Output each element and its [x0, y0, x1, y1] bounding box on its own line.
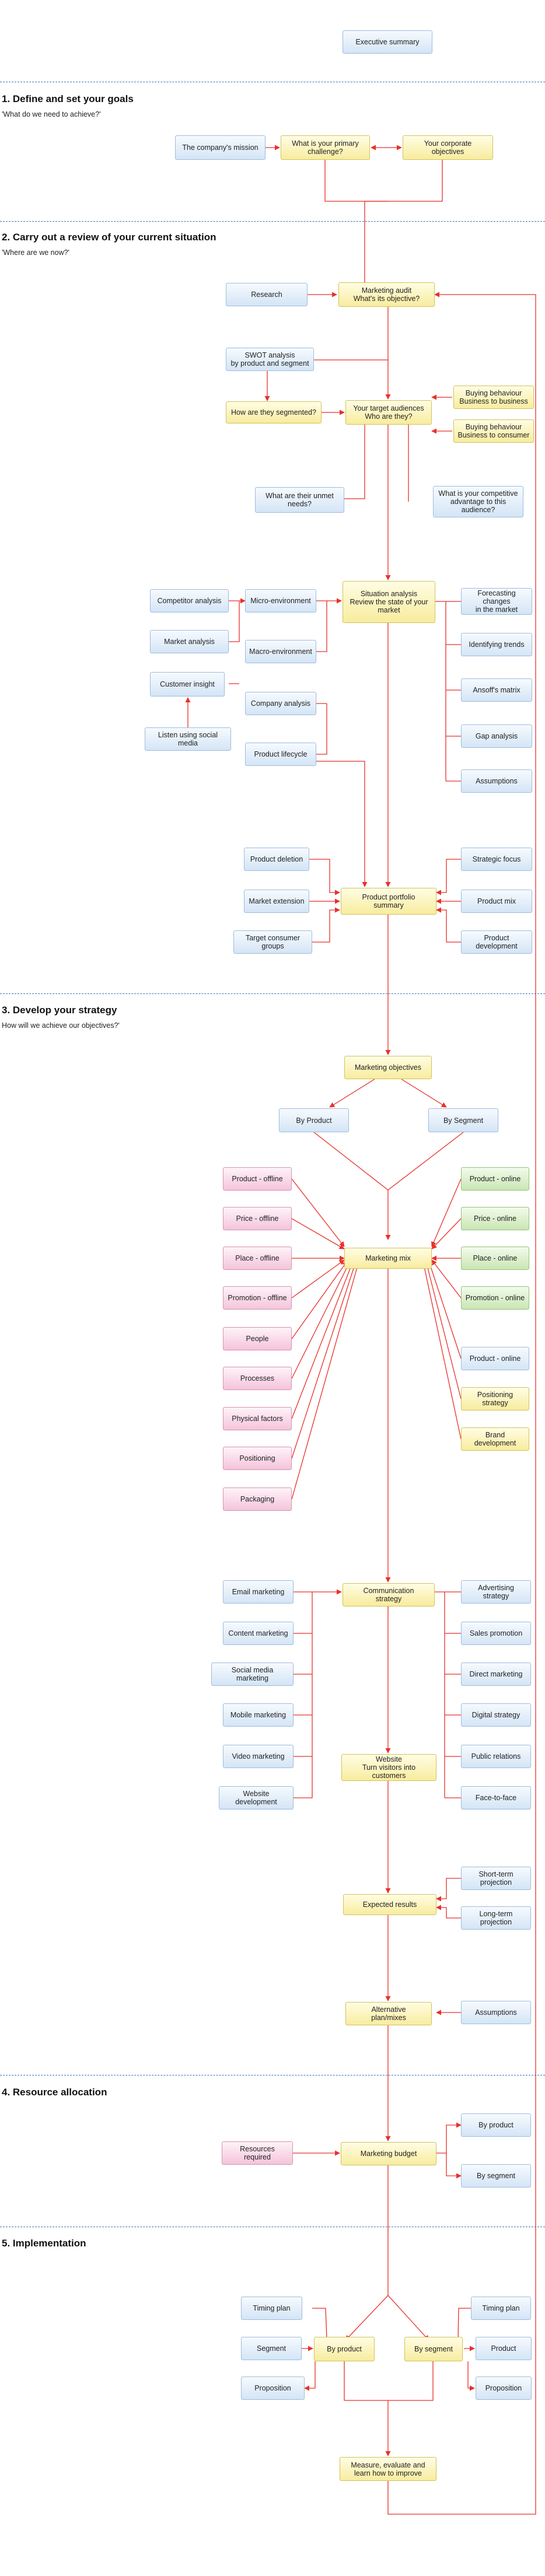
comm-right-item-node: Public relations — [461, 1745, 531, 1768]
product-development-node: Product development — [461, 930, 532, 954]
long-term-projection-node: Long-term projection — [461, 1906, 531, 1930]
online-item-node: Promotion - online — [461, 1286, 529, 1310]
b2b-node: Buying behaviour Business to business — [453, 386, 534, 409]
forecasting-node: Forecasting changes in the market — [461, 588, 532, 615]
executive-summary-node: Executive summary — [343, 30, 432, 54]
comm-left-item-node: Website development — [219, 1786, 294, 1810]
offline-item-node: Place - offline — [223, 1247, 292, 1270]
section-divider — [0, 221, 545, 222]
product-mix-node: Product mix — [461, 890, 532, 913]
comm-left-item-node: Social media marketing — [211, 1662, 294, 1686]
research-node: Research — [226, 283, 308, 306]
online-item-node: Place - online — [461, 1247, 529, 1270]
section-divider — [0, 993, 545, 994]
section-title-implementation: 5. Implementation — [2, 2238, 86, 2249]
macro-environment-node: Macro-environment — [245, 640, 316, 663]
target-consumer-groups-node: Target consumer groups — [233, 930, 312, 954]
product-portfolio-summary-node: Product portfolio summary — [341, 888, 436, 915]
comm-left-item-node: Mobile marketing — [223, 1703, 294, 1727]
communication-strategy-node: Communication strategy — [343, 1583, 435, 1606]
online-item-node: Product - online — [461, 1167, 529, 1191]
comm-left-item-node: Email marketing — [223, 1580, 294, 1604]
product-deletion-node: Product deletion — [244, 848, 309, 871]
ansoff-matrix-node: Ansoff's matrix — [461, 678, 532, 702]
timing-plan-right-node: Timing plan — [471, 2297, 531, 2320]
assumptions-node: Assumptions — [461, 769, 532, 793]
offline-item-node: Price - offline — [223, 1207, 292, 1230]
section-title-resources: 4. Resource allocation — [2, 2087, 107, 2098]
social-listening-node: Listen using social media — [145, 727, 231, 751]
timing-plan-left-node: Timing plan — [241, 2297, 302, 2320]
strategy-assumptions-node: Assumptions — [461, 2001, 531, 2024]
marketing-audit-node: Marketing audit What's its objective? — [338, 282, 435, 307]
product-node: Product — [476, 2337, 532, 2360]
primary-challenge-node: What is your primary challenge? — [281, 135, 370, 160]
comm-right-item-node: Face-to-face — [461, 1786, 531, 1810]
segment-node: Segment — [241, 2337, 302, 2360]
marketing-mix-node: Marketing mix — [344, 1248, 432, 1269]
segment-item-node: Positioning strategy — [461, 1387, 529, 1410]
offline-item-node: People — [223, 1327, 292, 1350]
segment-item-node: Brand development — [461, 1427, 529, 1451]
market-extension-node: Market extension — [244, 890, 309, 913]
section-subtitle-strategy: How will we achieve our objectives?' — [2, 1021, 120, 1030]
identifying-trends-node: Identifying trends — [461, 633, 532, 656]
competitor-analysis-node: Competitor analysis — [150, 589, 229, 612]
section-title-strategy: 3. Develop your strategy — [2, 1005, 117, 1016]
offline-item-node: Packaging — [223, 1488, 292, 1511]
section-title-goals: 1. Define and set your goals — [2, 93, 134, 104]
offline-item-node: Product - offline — [223, 1167, 292, 1191]
corporate-objectives-node: Your corporate objectives — [403, 135, 493, 160]
product-lifecycle-node: Product lifecycle — [245, 743, 316, 766]
offline-item-node: Promotion - offline — [223, 1286, 292, 1310]
proposition-right-node: Proposition — [476, 2376, 532, 2400]
micro-environment-node: Micro-environment — [245, 589, 316, 612]
by-segment-node: By Segment — [428, 1108, 498, 1132]
by-product-node: By Product — [279, 1108, 349, 1132]
section-divider — [0, 2075, 545, 2076]
section-subtitle-review: 'Where are we now?' — [2, 249, 69, 257]
b2c-node: Buying behaviour Business to consumer — [453, 419, 534, 443]
offline-item-node: Positioning — [223, 1447, 292, 1470]
impl-by-product-node: By product — [314, 2337, 375, 2361]
customer-insight-node: Customer insight — [150, 672, 225, 696]
company-mission-node: The company's mission — [175, 135, 265, 160]
comm-right-item-node: Direct marketing — [461, 1662, 531, 1686]
marketing-budget-node: Marketing budget — [341, 2142, 436, 2165]
alternative-plans-node: Alternative plan/mixes — [345, 2002, 432, 2025]
strategic-focus-node: Strategic focus — [461, 848, 532, 871]
short-term-projection-node: Short-term projection — [461, 1867, 531, 1890]
situation-analysis-node: Situation analysis Review the state of y… — [343, 581, 435, 623]
proposition-left-node: Proposition — [241, 2376, 305, 2400]
impl-by-segment-node: By segment — [404, 2337, 463, 2361]
section-subtitle-goals: 'What do we need to achieve?' — [2, 110, 101, 118]
section-title-review: 2. Carry out a review of your current si… — [2, 232, 216, 243]
marketing-objectives-node: Marketing objectives — [344, 1056, 432, 1079]
measure-evaluate-node: Measure, evaluate and learn how to impro… — [340, 2457, 436, 2481]
comm-right-item-node: Advertising strategy — [461, 1580, 531, 1604]
company-analysis-node: Company analysis — [245, 692, 316, 715]
online-item-node: Price - online — [461, 1207, 529, 1230]
swot-analysis-node: SWOT analysis by product and segment — [226, 348, 314, 371]
comm-left-item-node: Video marketing — [223, 1745, 294, 1768]
website-node: Website Turn visitors into customers — [341, 1754, 436, 1781]
segment-item-node: Product - online — [461, 1347, 529, 1370]
comm-right-item-node: Digital strategy — [461, 1703, 531, 1727]
expected-results-node: Expected results — [343, 1894, 436, 1915]
offline-item-node: Processes — [223, 1367, 292, 1390]
target-audiences-node: Your target audiences Who are they? — [345, 400, 432, 425]
comm-right-item-node: Sales promotion — [461, 1622, 531, 1645]
unmet-needs-node: What are their unmet needs? — [255, 487, 344, 513]
budget-by-segment-node: By segment — [461, 2164, 531, 2188]
resources-required-node: Resources required — [222, 2141, 293, 2165]
offline-item-node: Physical factors — [223, 1407, 292, 1430]
gap-analysis-node: Gap analysis — [461, 724, 532, 748]
budget-by-product-node: By product — [461, 2113, 531, 2137]
segmented-node: How are they segmented? — [226, 401, 322, 424]
comm-left-item-node: Content marketing — [223, 1622, 294, 1645]
competitive-advantage-node: What is your competitive advantage to th… — [433, 486, 523, 517]
market-analysis-node: Market analysis — [150, 630, 229, 653]
